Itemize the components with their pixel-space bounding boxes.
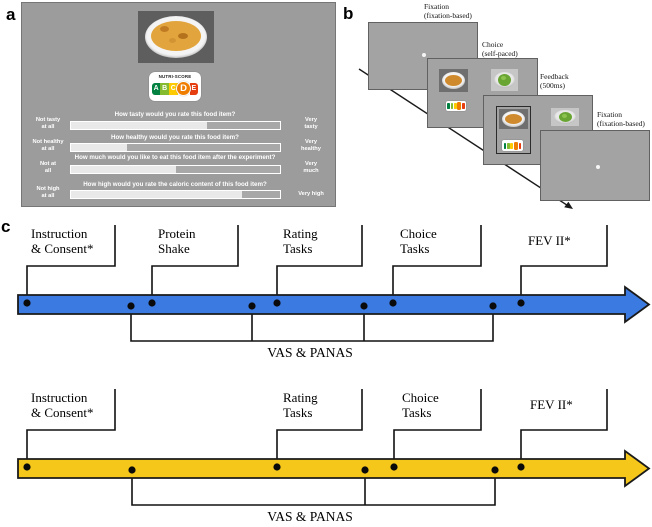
nutriscore-mini xyxy=(502,140,523,151)
vas-panas-label: VAS & PANAS xyxy=(267,345,353,360)
anchor-left: Not at all xyxy=(39,161,57,175)
panel-b-label: b xyxy=(343,4,354,23)
rating-slider-eat xyxy=(70,165,281,174)
fixation-dot xyxy=(422,53,426,57)
nutriscore-label: NUTRI-SCORE A B C D E xyxy=(149,72,201,101)
feedback-selected-box xyxy=(496,106,531,154)
slider-fill xyxy=(71,144,128,151)
trial-sequence: Fixation (fixation-based) Choice (self-p… xyxy=(340,0,652,215)
timeline-1-graphics xyxy=(17,225,651,342)
rating-question: How tasty would you rate this food item? xyxy=(114,111,236,118)
timeline-session-2: Instruction & Consent* Rating Tasks Choi… xyxy=(0,388,652,527)
rating-slider-tasty xyxy=(70,121,281,130)
panel-a-label: a xyxy=(6,5,16,24)
food-chips xyxy=(151,21,201,51)
screen-label-fixation-2: Fixation (fixation-based) xyxy=(597,110,645,129)
chip-spot xyxy=(178,33,188,39)
event-label-fev: FEV II* xyxy=(530,397,573,412)
vas-bracket xyxy=(130,306,494,342)
vas-panas-label: VAS & PANAS xyxy=(267,509,353,524)
rating-question: How healthy would you rate this food ite… xyxy=(111,134,239,141)
event-label-rating-tasks: Rating Tasks xyxy=(283,390,318,420)
anchor-right: Very healthy xyxy=(301,139,321,153)
nutriscore-title: NUTRI-SCORE xyxy=(158,74,192,79)
vas-bracket xyxy=(131,470,496,506)
anchor-right: Very high xyxy=(298,191,324,197)
chip-spot xyxy=(169,38,176,43)
nutriscore-grade-a: A xyxy=(151,82,161,95)
event-label-choice-tasks: Choice Tasks xyxy=(402,390,439,420)
event-label-fev: FEV II* xyxy=(528,233,571,248)
screen-label-choice: Choice (self-paced) xyxy=(482,40,518,59)
chip-spot xyxy=(160,26,169,32)
timeline-session-1: Instruction & Consent* Protein Shake Rat… xyxy=(0,224,652,364)
event-label-choice-tasks: Choice Tasks xyxy=(400,226,437,256)
anchor-left: Not healthy at all xyxy=(32,139,64,153)
anchor-right: Very tasty xyxy=(304,117,318,131)
trial-time-arrow xyxy=(358,68,573,209)
rating-question: How much would you like to eat this food… xyxy=(74,154,276,161)
event-label-instruction: Instruction & Consent* xyxy=(31,226,94,256)
event-label-instruction: Instruction & Consent* xyxy=(31,390,94,420)
event-dots xyxy=(23,299,525,310)
nutriscore-grade-b: B xyxy=(160,82,169,95)
anchor-left: Not tasty at all xyxy=(35,117,61,131)
event-label-protein-shake: Protein Shake xyxy=(158,226,196,256)
rating-slider-healthy xyxy=(70,143,281,152)
trial-screen-fixation-2 xyxy=(540,130,650,201)
rating-slider-caloric xyxy=(70,190,281,199)
panel-a-screen: NUTRI-SCORE A B C D E How tasty would yo… xyxy=(21,2,336,207)
timeline-2-graphics xyxy=(17,389,651,506)
food-image xyxy=(138,11,214,63)
slider-fill xyxy=(71,191,243,198)
rating-question: How high would you rate the caloric cont… xyxy=(83,181,267,188)
fixation-dot xyxy=(596,165,600,169)
nutriscore-mini xyxy=(446,101,466,111)
nutriscore-grade-e: E xyxy=(189,82,199,95)
choice-food-right xyxy=(491,69,518,91)
screen-label-fixation-1: Fixation (fixation-based) xyxy=(424,2,472,21)
event-brackets xyxy=(26,225,608,342)
timeline-arrow xyxy=(17,449,651,488)
feedback-food-left xyxy=(498,108,528,129)
timeline-arrow xyxy=(17,285,651,324)
trial-screen-choice xyxy=(427,58,538,128)
feedback-food-right xyxy=(551,108,579,126)
anchor-right: Very much xyxy=(303,161,319,175)
slider-fill xyxy=(71,122,207,129)
event-brackets xyxy=(26,389,608,506)
screen-label-feedback: Feedback (500ms) xyxy=(540,72,569,91)
slider-fill xyxy=(71,166,176,173)
event-label-rating-tasks: Rating Tasks xyxy=(283,226,318,256)
nutriscore-grade-d-selected: D xyxy=(176,81,192,97)
choice-food-left xyxy=(439,69,468,92)
anchor-left: Not high at all xyxy=(36,186,60,200)
nutriscore-grades: A B C D E xyxy=(149,81,201,97)
panel-c-label: c xyxy=(1,217,11,236)
nutriscore-grade-c: C xyxy=(169,82,178,95)
event-dots xyxy=(23,463,525,474)
